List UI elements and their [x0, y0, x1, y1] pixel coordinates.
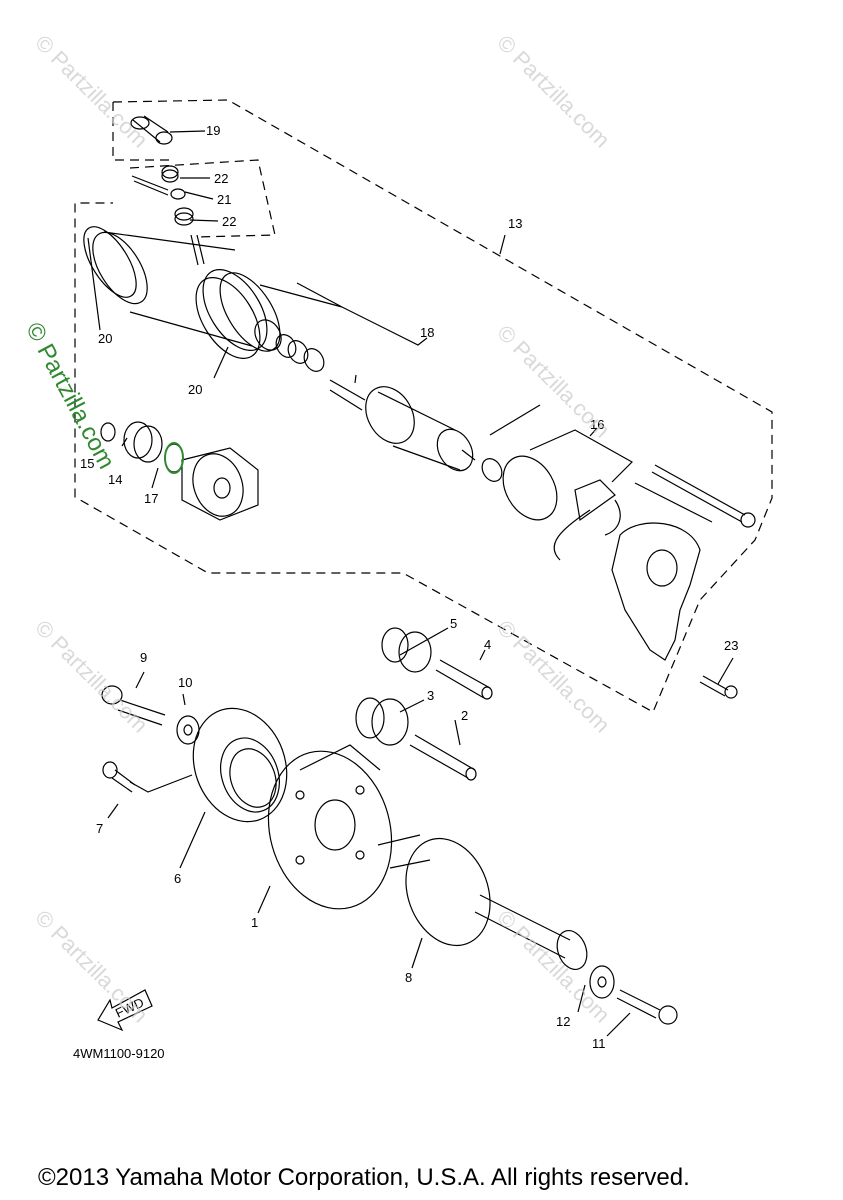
brush-holder-assembly	[502, 455, 621, 561]
callout-23: 23	[724, 638, 738, 653]
armature	[329, 379, 476, 472]
front-cover	[181, 447, 259, 521]
fwd-arrow-icon	[97, 989, 153, 1032]
callout-9: 9	[140, 650, 147, 665]
bolt-9	[101, 685, 166, 726]
o-ring-left	[83, 226, 137, 298]
idle-gear-lower	[355, 697, 409, 746]
callout-13: 13	[508, 216, 522, 231]
callout-14: 14	[108, 472, 122, 487]
callout-7: 7	[96, 821, 103, 836]
callout-15: 15	[80, 456, 94, 471]
circlip	[100, 422, 116, 442]
callout-17: 17	[144, 491, 158, 506]
idle-shaft-upper	[435, 659, 493, 700]
drive-shaft-gear	[377, 834, 588, 970]
rear-cover	[611, 522, 701, 661]
callout-21: 21	[217, 192, 231, 207]
washer-12	[589, 965, 615, 999]
idle-shaft-lower	[409, 734, 477, 781]
bolt-7	[102, 761, 136, 793]
callout-labels: 19 22 21 22 13 20 18 20 16 15 14 17 5 23…	[80, 123, 738, 1051]
callout-6: 6	[174, 871, 181, 886]
terminal-nut-lower	[174, 207, 194, 226]
armature-washer	[481, 458, 503, 482]
callout-2: 2	[461, 708, 468, 723]
callout-3: 3	[427, 688, 434, 703]
starter-wheel-gear	[267, 744, 393, 910]
shim-set	[254, 319, 325, 372]
callout-16: 16	[590, 417, 604, 432]
callout-10: 10	[178, 675, 192, 690]
callout-19: 19	[206, 123, 220, 138]
starter-motor-dashed-outline	[74, 99, 773, 713]
callout-12: 12	[556, 1014, 570, 1029]
callout-4: 4	[484, 637, 491, 652]
callout-11: 11	[592, 1036, 606, 1051]
leader-lines	[87, 130, 734, 1037]
rubber-cap	[130, 115, 173, 145]
callout-22-upper: 22	[214, 171, 228, 186]
diagram-code: 4WM1100-9120	[73, 1046, 165, 1061]
callout-5: 5	[450, 616, 457, 631]
terminal-bolt	[190, 234, 205, 266]
lead-wire	[131, 175, 186, 200]
motor-yoke	[92, 231, 268, 359]
starter-clutch-gear	[123, 421, 163, 463]
callout-8: 8	[405, 970, 412, 985]
starter-clutch	[192, 707, 288, 823]
mounting-bolt	[699, 675, 738, 699]
through-bolt	[651, 464, 756, 528]
callout-1: 1	[251, 915, 258, 930]
callout-18: 18	[420, 325, 434, 340]
bolt-11	[616, 989, 678, 1025]
highlight-ring	[164, 442, 184, 474]
terminal-nut-upper	[161, 165, 179, 183]
callout-22-lower: 22	[222, 214, 236, 229]
callout-20-left: 20	[98, 331, 112, 346]
copyright-notice: ©2013 Yamaha Motor Corporation, U.S.A. A…	[38, 1164, 690, 1191]
idle-gear-upper	[381, 627, 432, 673]
callout-20-right: 20	[188, 382, 202, 397]
